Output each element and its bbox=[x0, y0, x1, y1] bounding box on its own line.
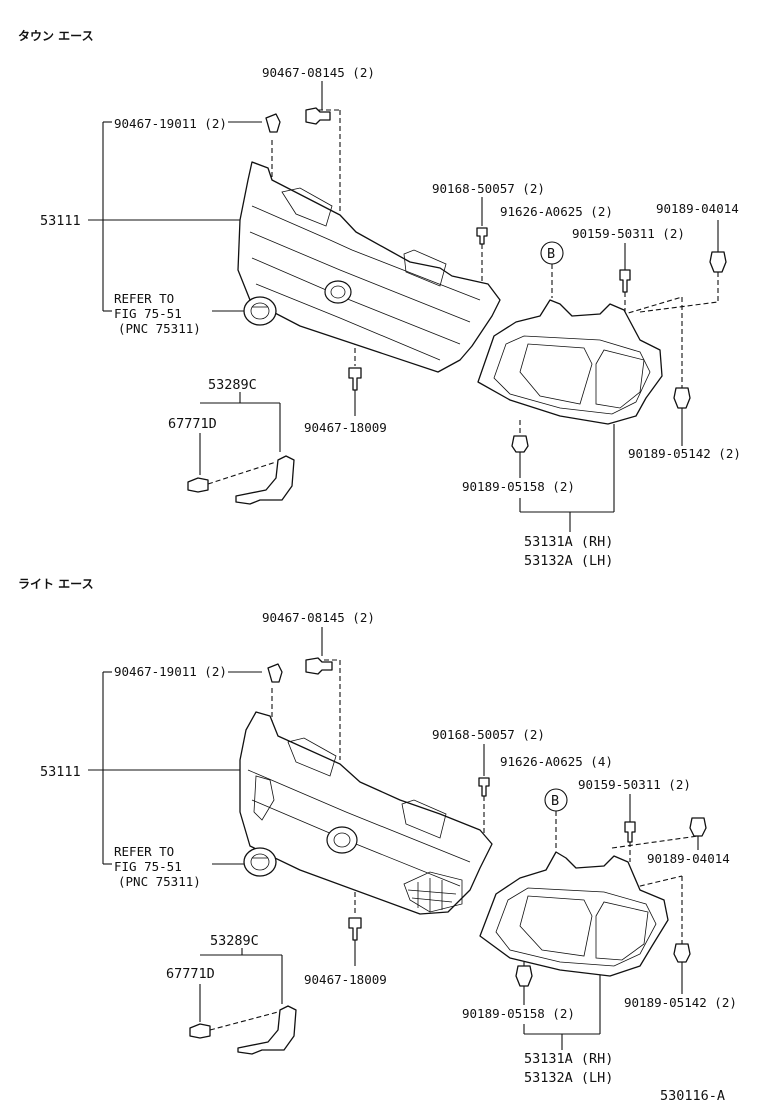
label-53289c: 53289C bbox=[208, 377, 257, 393]
clip-67771d bbox=[187, 477, 209, 493]
radiator-grille-53111 bbox=[239, 711, 493, 915]
label-refer-fig: FIG 75-51 bbox=[114, 859, 182, 874]
label-refer-pnc: (PNC 75311) bbox=[118, 874, 201, 889]
nut-90189-05142 bbox=[673, 943, 691, 963]
bolt-90467-18009 bbox=[348, 917, 362, 941]
label-90189-04014: 90189-04014 bbox=[656, 201, 739, 216]
bolt-90159-50311 bbox=[624, 821, 636, 843]
callout-b-letter: B bbox=[551, 793, 559, 809]
section-title: ライト エース bbox=[18, 577, 94, 591]
label-90168-50057: 90168-50057 (2) bbox=[432, 727, 545, 742]
clip-67771d bbox=[189, 1023, 211, 1039]
clip-90467-19011 bbox=[267, 663, 283, 683]
label-67771d: 67771D bbox=[166, 966, 215, 982]
label-53131a: 53131A (RH) bbox=[524, 534, 613, 550]
label-90159-50311: 90159-50311 (2) bbox=[572, 226, 685, 241]
label-91626-a0625: 91626-A0625 (4) bbox=[500, 754, 613, 769]
nut-90189-05142 bbox=[673, 387, 691, 409]
callout-b-letter: B bbox=[547, 246, 555, 262]
bolt-90168-50057 bbox=[476, 227, 488, 245]
label-refer-fig: FIG 75-51 bbox=[114, 306, 182, 321]
label-90189-04014: 90189-04014 bbox=[647, 851, 730, 866]
label-90168-50057: 90168-50057 (2) bbox=[432, 181, 545, 196]
label-90467-18009: 90467-18009 bbox=[304, 972, 387, 987]
section-title: タウン エース bbox=[18, 29, 94, 43]
nut-90189-05158 bbox=[511, 435, 529, 453]
screw-90467-08145 bbox=[305, 657, 333, 675]
label-refer-to: REFER TO bbox=[114, 844, 174, 859]
headlamp-housing-53131a bbox=[477, 299, 663, 425]
nut-90189-04014 bbox=[709, 251, 727, 273]
label-90189-05142: 90189-05142 (2) bbox=[628, 446, 741, 461]
label-53132a: 53132A (LH) bbox=[524, 1070, 613, 1086]
bolt-90467-18009 bbox=[348, 367, 362, 391]
bolt-90159-50311 bbox=[619, 269, 631, 293]
label-refer-to: REFER TO bbox=[114, 291, 174, 306]
radiator-grille-53111 bbox=[237, 161, 501, 373]
label-90467-19011: 90467-19011 (2) bbox=[114, 116, 227, 131]
nut-90189-04014 bbox=[689, 817, 707, 837]
label-67771d: 67771D bbox=[168, 416, 217, 432]
label-91626-a0625: 91626-A0625 (2) bbox=[500, 204, 613, 219]
label-90189-05158: 90189-05158 (2) bbox=[462, 1006, 575, 1021]
section-town-ace: タウン エース 90467-08145 (2) 90467-19011 (2) … bbox=[18, 29, 741, 569]
label-53111: 53111 bbox=[40, 213, 81, 229]
bracket-53289c bbox=[235, 455, 295, 505]
figure-id: 530116-A bbox=[660, 1088, 725, 1104]
label-90189-05142: 90189-05142 (2) bbox=[624, 995, 737, 1010]
screw-90467-08145 bbox=[305, 107, 331, 125]
section-lite-ace: ライト エース 90467-08145 (2) 90467-19011 (2) … bbox=[18, 577, 737, 1086]
bolt-90168-50057 bbox=[478, 777, 490, 797]
label-90159-50311: 90159-50311 (2) bbox=[578, 777, 691, 792]
label-90189-05158: 90189-05158 (2) bbox=[462, 479, 575, 494]
bracket-53289c bbox=[237, 1005, 297, 1055]
toyota-emblem bbox=[243, 847, 277, 877]
label-53131a: 53131A (RH) bbox=[524, 1051, 613, 1067]
toyota-emblem bbox=[243, 296, 277, 326]
label-90467-18009: 90467-18009 bbox=[304, 420, 387, 435]
label-90467-19011: 90467-19011 (2) bbox=[114, 664, 227, 679]
nut-90189-05158 bbox=[515, 965, 533, 987]
headlamp-housing-53131a bbox=[479, 851, 669, 977]
label-53289c: 53289C bbox=[210, 933, 259, 949]
clip-90467-19011 bbox=[265, 113, 281, 133]
label-53111: 53111 bbox=[40, 764, 81, 780]
label-53132a: 53132A (LH) bbox=[524, 553, 613, 569]
label-90467-08145: 90467-08145 (2) bbox=[262, 65, 375, 80]
label-90467-08145: 90467-08145 (2) bbox=[262, 610, 375, 625]
label-refer-pnc: (PNC 75311) bbox=[118, 321, 201, 336]
